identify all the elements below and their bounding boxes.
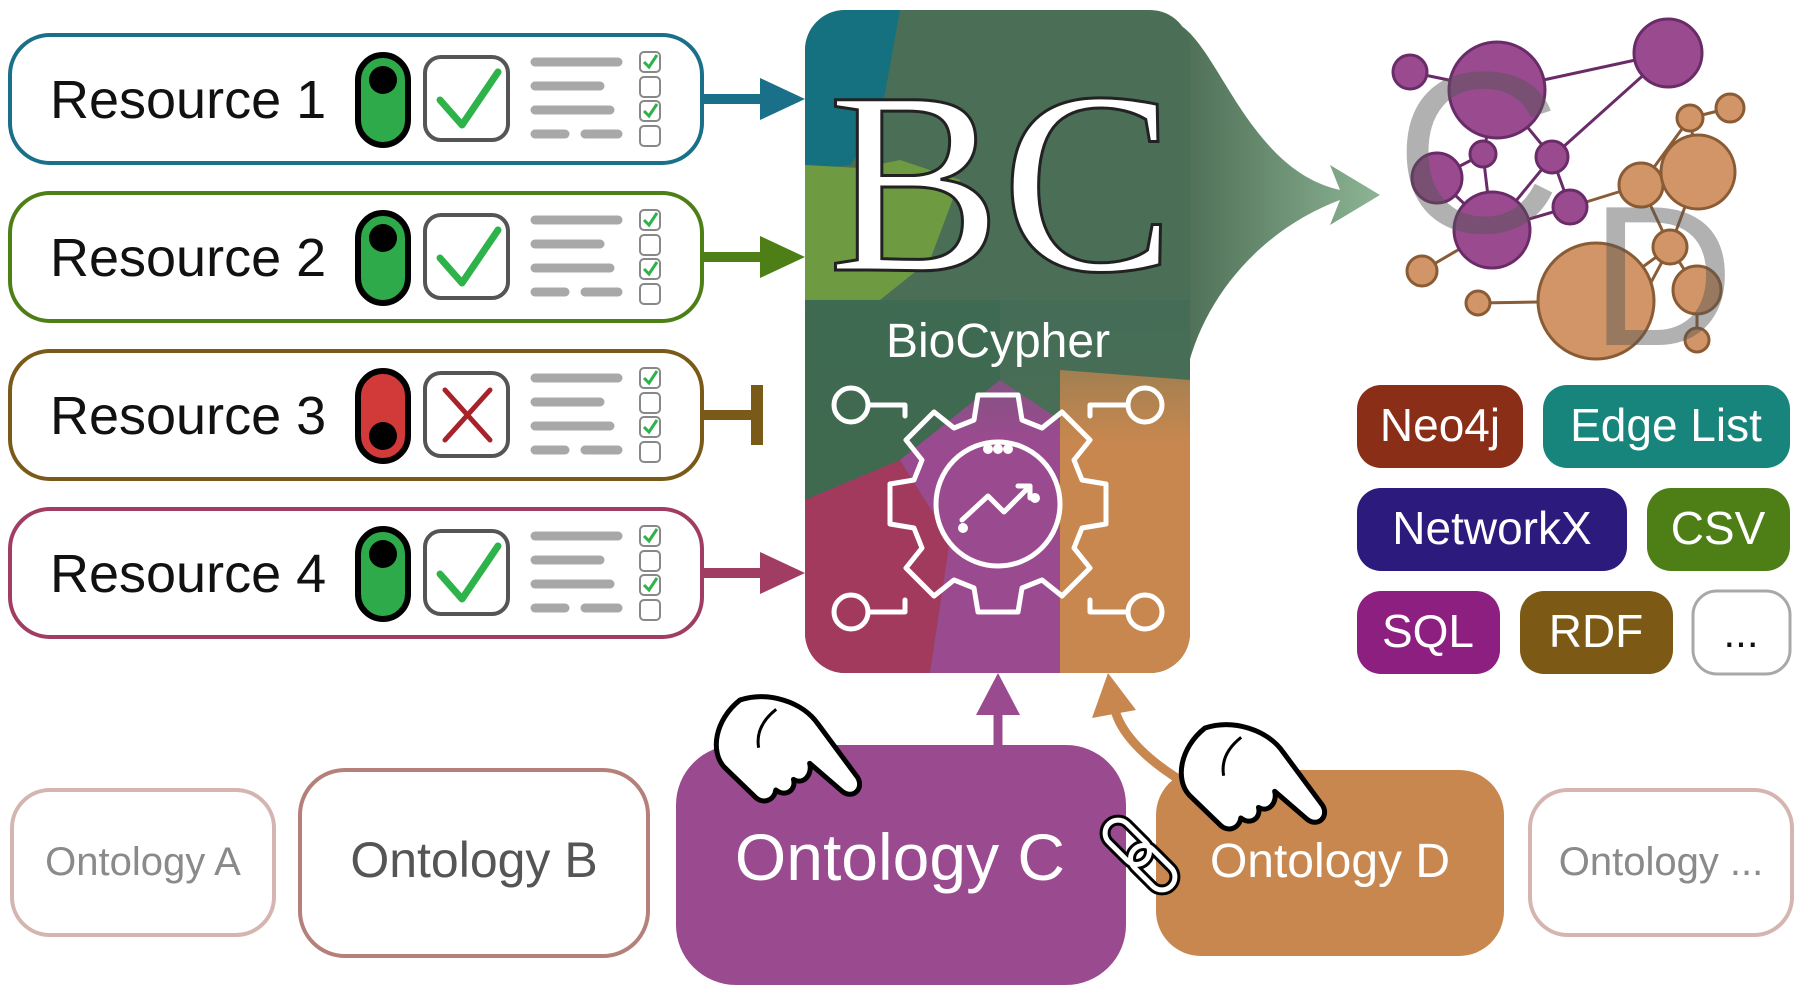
ontology-c[interactable]: Ontology C [676,745,1126,985]
output-badge-more[interactable]: ... [1691,589,1792,676]
output-fan-arrow [1180,25,1380,380]
output-formats: Neo4j Edge List NetworkX CSV SQL RDF ... [1357,385,1792,676]
pointing-hand-icon [1178,722,1328,832]
ontology-b[interactable]: Ontology B [298,768,650,958]
chain-link-icon [1099,814,1181,896]
output-badge-networkx[interactable]: NetworkX [1357,488,1627,571]
ontology-a[interactable]: Ontology A [10,788,276,937]
resource-card-1[interactable]: Resource 1 [8,33,704,165]
graph-letter-d: D [1590,165,1734,388]
checklist-icon [530,373,623,455]
ontology-more[interactable]: Ontology ... [1528,788,1794,937]
biocypher-name: BioCypher [886,315,1110,368]
svg-text:SQL: SQL [1382,605,1474,657]
pointing-hand-icon [713,694,863,804]
output-badge-sql[interactable]: SQL [1357,591,1500,674]
svg-text:Ontology B: Ontology B [350,832,597,888]
toggle-on-icon [355,210,411,306]
svg-text:Ontology ...: Ontology ... [1559,840,1764,884]
knowledge-graph: C D [1391,17,1746,388]
arrow-right-icon [704,552,805,594]
biocypher-logo-letters: BC [828,39,1175,327]
svg-text:Ontology A: Ontology A [45,840,241,884]
check-box-icon [423,213,510,300]
graph-letter-c: C [1395,24,1561,281]
checkbox-column-icon [639,367,661,463]
output-badge-neo4j[interactable]: Neo4j [1357,385,1523,468]
output-badge-rdf[interactable]: RDF [1520,591,1673,674]
svg-text:Neo4j: Neo4j [1380,399,1500,451]
checklist-icon [530,531,623,613]
svg-text:CSV: CSV [1671,502,1766,554]
output-badge-edge-list[interactable]: Edge List [1543,385,1790,468]
cross-box-icon [423,371,510,458]
biocypher-core: BC BioCypher [805,10,1190,673]
resource-label: Resource 4 [50,544,326,604]
svg-text:NetworkX: NetworkX [1392,502,1591,554]
resource-card-3[interactable]: Resource 3 [8,349,704,481]
checklist-icon [530,215,623,297]
resource-list: Resource 1 Resource 2 [8,33,704,639]
toggle-off-icon [355,368,411,464]
resource-arrows [704,78,805,594]
svg-text:Edge List: Edge List [1570,399,1762,451]
checkbox-column-icon [639,51,661,147]
gear-chart-icon [831,385,1165,632]
checkbox-column-icon [639,525,661,621]
check-box-icon [423,55,510,142]
resource-label: Resource 2 [50,228,326,288]
svg-text:RDF: RDF [1549,605,1644,657]
checklist-icon [530,57,623,139]
toggle-on-icon [355,52,411,148]
toggle-on-icon [355,526,411,622]
ontology-list: Ontology A Ontology B Ontology C Ontolog… [10,745,1794,985]
svg-text:Ontology C: Ontology C [735,820,1065,894]
ontology-arrows [976,673,1183,784]
output-badge-csv[interactable]: CSV [1647,488,1790,571]
check-box-icon [423,529,510,616]
svg-text:Ontology D: Ontology D [1210,835,1450,888]
resource-label: Resource 1 [50,70,326,130]
svg-text:...: ... [1723,609,1758,656]
arrow-right-icon [704,78,805,120]
resource-card-4[interactable]: Resource 4 [8,507,704,639]
arrow-right-icon [704,236,805,278]
resource-card-2[interactable]: Resource 2 [8,191,704,323]
resource-label: Resource 3 [50,386,326,446]
checkbox-column-icon [639,209,661,305]
blocked-arrow-icon [704,385,763,445]
